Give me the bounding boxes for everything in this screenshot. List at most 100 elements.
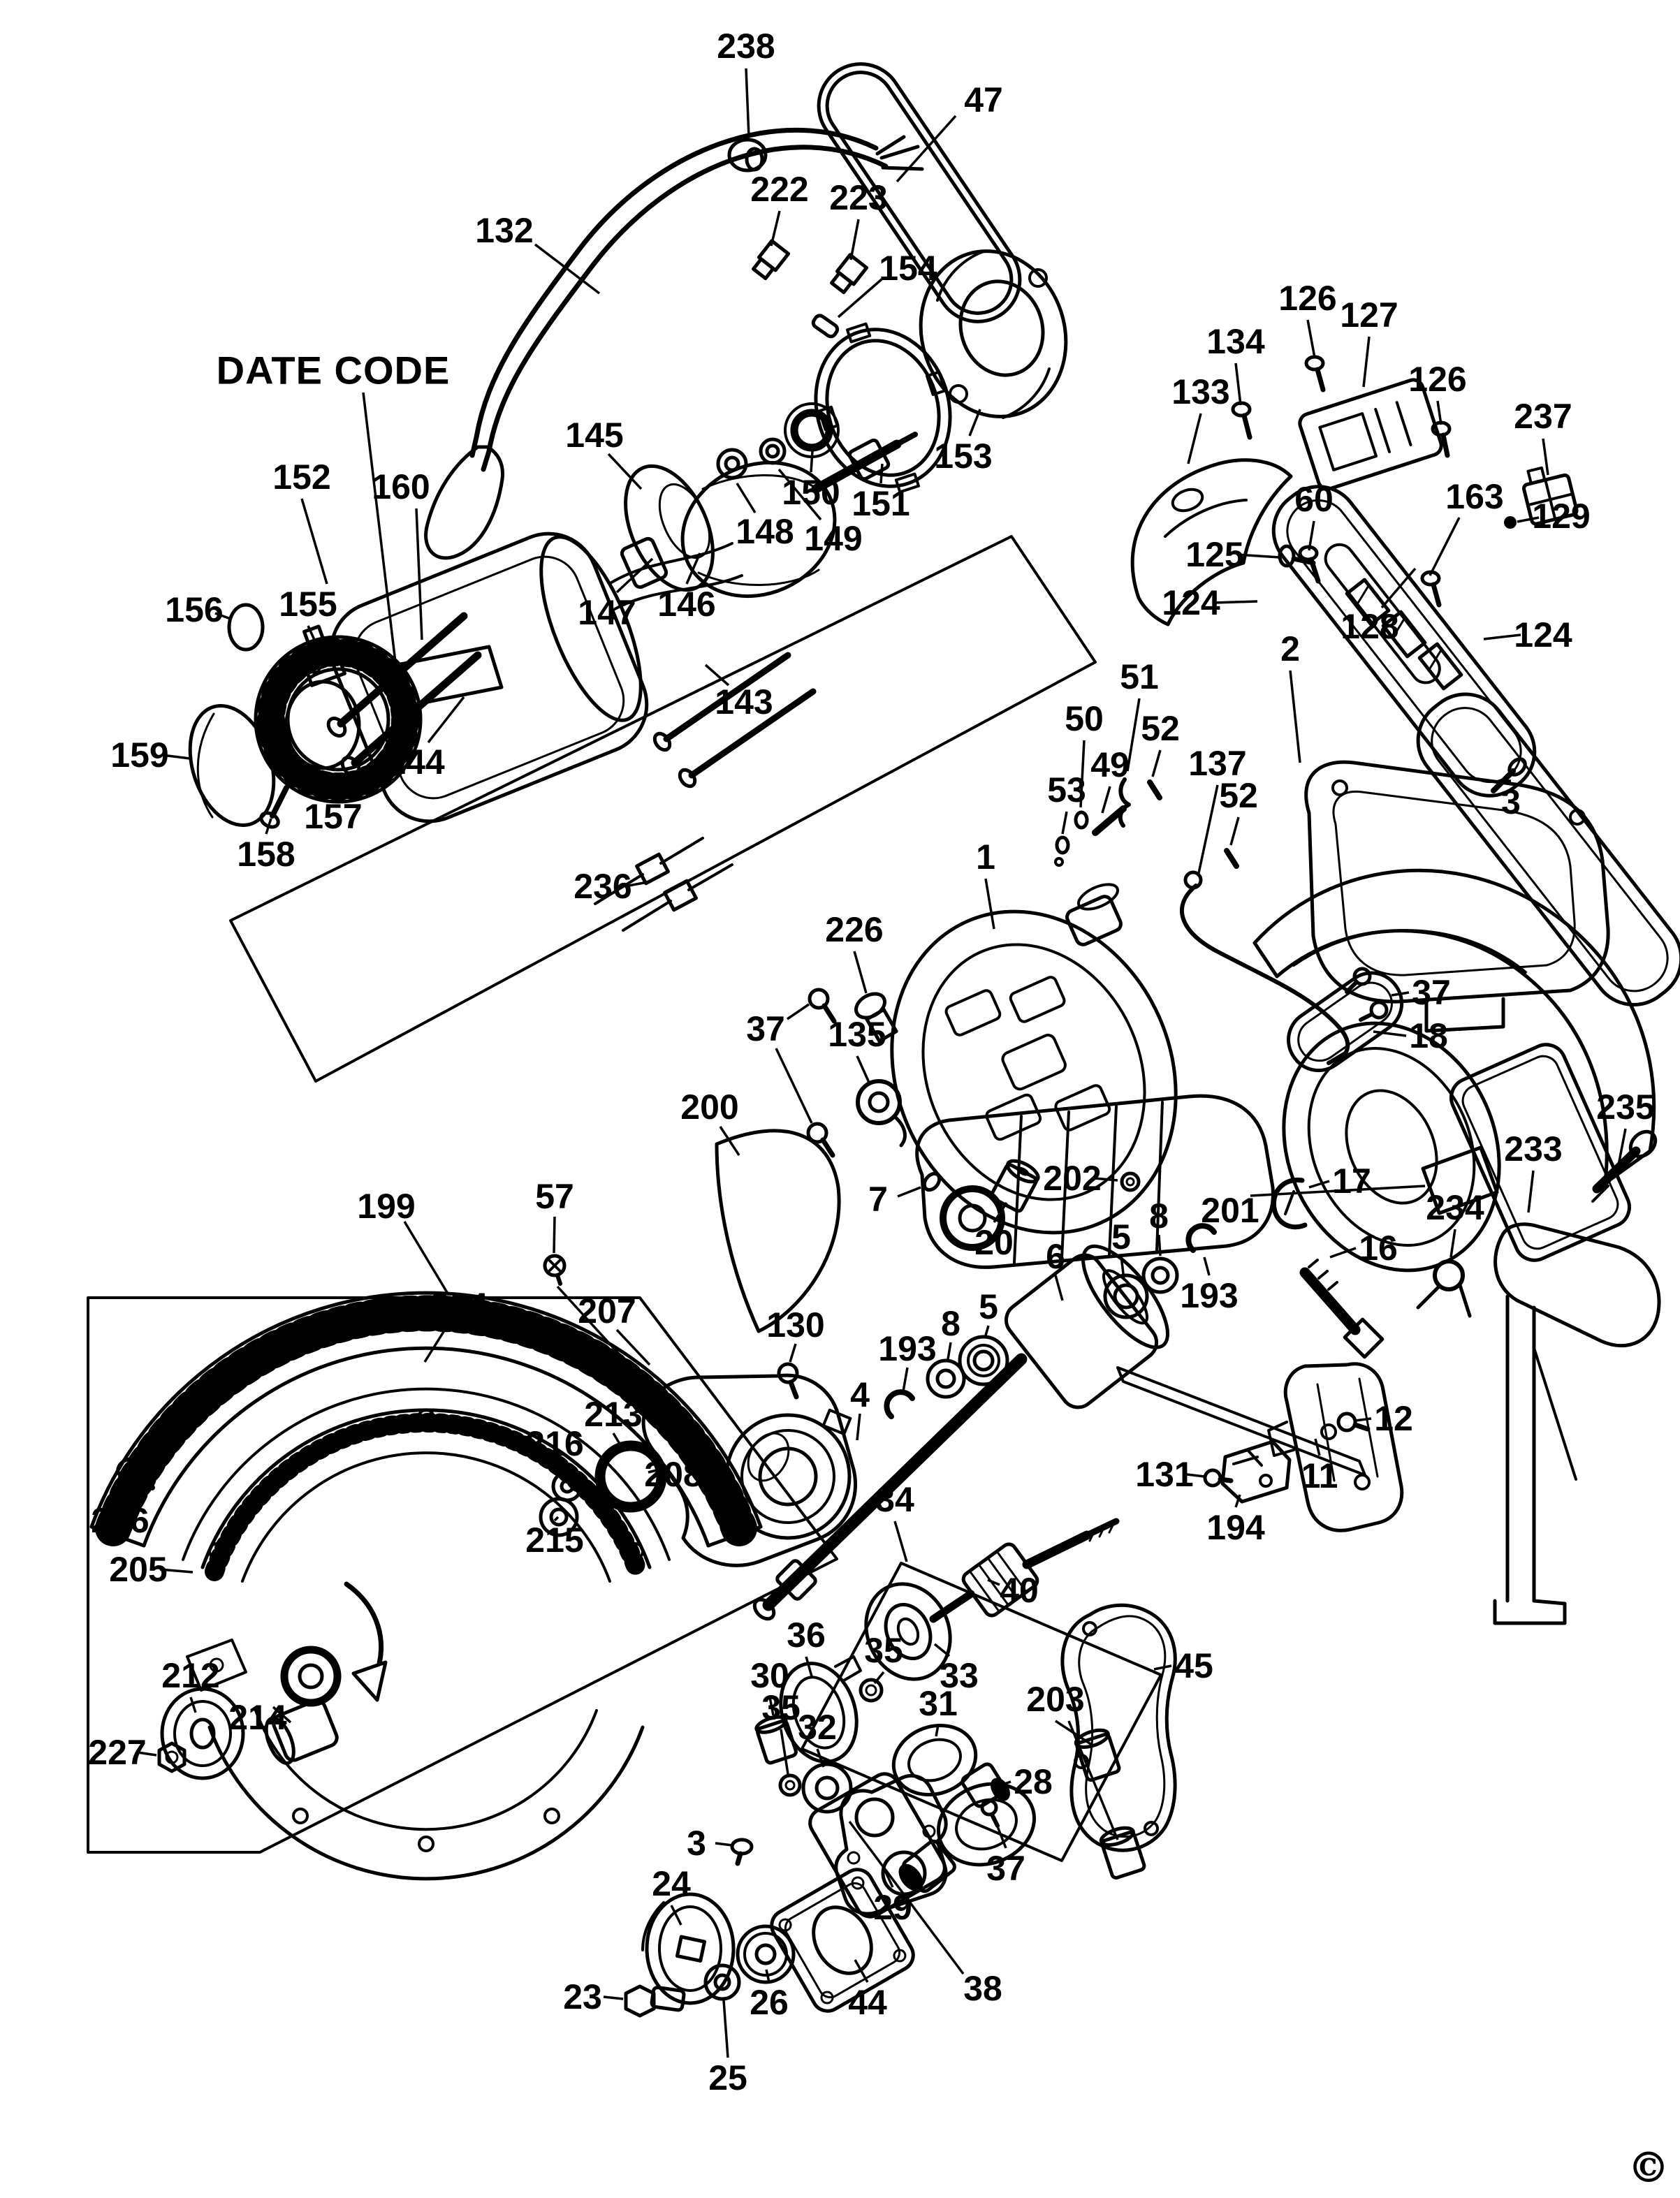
retaining-ring-156-drawing [227, 603, 265, 652]
end-cap-153-drawing [919, 249, 1068, 419]
leader-line-32-97-0 [816, 1748, 825, 1768]
leader-line-147-25-0 [615, 557, 654, 594]
leader-line-214-82-0 [272, 1706, 292, 1724]
leader-line-238-0-0 [745, 68, 750, 138]
part-label-233-64: 233 [1504, 1129, 1562, 1168]
part-label-134-8: 134 [1206, 322, 1265, 361]
leader-line-128-29-0 [1380, 567, 1417, 609]
washer-35-lower-drawing [778, 1773, 802, 1797]
plate-29-drawing [834, 1774, 948, 1916]
leader-line-37-48-1 [775, 1048, 813, 1124]
leader-line-222-3-0 [770, 210, 781, 247]
washer-148-drawing [716, 448, 748, 480]
part-label-28-99: 28 [1014, 1762, 1053, 1801]
lock-wire-137-drawing [1179, 870, 1350, 1065]
part-label-30-91: 30 [750, 1656, 789, 1695]
part-label-214-82: 214 [228, 1698, 287, 1737]
leader-line-47-1-0 [896, 115, 957, 183]
screw-202-drawing [1120, 1171, 1141, 1192]
part-label-194-87: 194 [1206, 1508, 1265, 1547]
oring-213-drawing [594, 1440, 667, 1513]
leader-line-53-37-0 [1061, 811, 1068, 835]
brush-set-236-drawing [594, 837, 733, 932]
part-label-216-76: 216 [525, 1424, 583, 1463]
part-label-36-90: 36 [787, 1615, 826, 1655]
part-label-24-105: 24 [652, 1864, 691, 1903]
leader-line-24-105-0 [670, 1905, 682, 1926]
leader-line-125-23-0 [1236, 553, 1280, 559]
screw-206-drawing [116, 1457, 155, 1490]
part-label-49-35: 49 [1090, 745, 1130, 784]
part-label-135-49: 135 [828, 1015, 886, 1054]
part-label-147-25: 147 [578, 593, 636, 632]
part-label-33-92: 33 [940, 1656, 979, 1695]
leader-line-134-8-0 [1234, 362, 1242, 406]
part-label-38-103: 38 [963, 1969, 1002, 2008]
part-label-193-73: 193 [878, 1329, 936, 1368]
leader-line-36-90-0 [805, 1656, 813, 1677]
screw-12-drawing [1336, 1412, 1371, 1433]
screw-37-left-upper-drawing [808, 988, 837, 1024]
leader-line-37-48-0 [787, 1003, 810, 1020]
kerf-plate-200-drawing [715, 1129, 841, 1333]
part-label-35-93: 35 [864, 1631, 903, 1670]
leader-line-30-91-0 [768, 1697, 775, 1716]
part-label-130-70: 130 [766, 1305, 824, 1345]
leader-line-135-49-0 [856, 1055, 871, 1085]
bolt-23-drawing [624, 1984, 686, 2018]
washer-149-drawing [759, 437, 787, 465]
bolt-235-drawing [1591, 1129, 1658, 1203]
lower-guard-205-drawing [186, 1639, 645, 1881]
leader-line-23-106-0 [603, 1995, 624, 2000]
leader-line-date-code-109-0 [362, 392, 397, 663]
part-label-52-38: 52 [1219, 776, 1258, 815]
leader-line-44-102-0 [854, 1959, 869, 1983]
part-label-126-10: 126 [1408, 360, 1466, 399]
part-label-226-47: 226 [825, 910, 883, 949]
washer-8-lower-drawing [926, 1358, 966, 1399]
leader-line-158-44-0 [265, 818, 272, 835]
gasket-44-drawing [770, 1868, 915, 2013]
cap-18-drawing [1286, 971, 1404, 1073]
leader-line-194-87-0 [1234, 1494, 1241, 1508]
leader-line-227-83-0 [137, 1751, 157, 1757]
leader-line-137-36-0 [1197, 784, 1219, 874]
part-label-208-77: 208 [644, 1455, 702, 1494]
screw-37-right-upper-drawing [1345, 967, 1372, 994]
part-label-11-85: 11 [1301, 1456, 1338, 1495]
part-label-129-22: 129 [1532, 497, 1590, 536]
part-label-3-104: 3 [687, 1824, 706, 1863]
part-label-29-100: 29 [873, 1888, 912, 1927]
part-label-47-1: 47 [964, 80, 1003, 119]
leader-line-226-47-0 [853, 951, 868, 994]
ring-32-drawing [801, 1762, 853, 1814]
washer-35-upper-drawing [859, 1678, 884, 1703]
gear-group-frame [801, 1562, 1162, 1862]
leader-line-153-17-0 [968, 409, 981, 437]
part-label-160-13: 160 [372, 467, 430, 506]
part-label-153-17: 153 [934, 437, 992, 476]
leader-line-131-86-0 [1186, 1473, 1205, 1478]
leader-line-204-68-0 [423, 1322, 451, 1363]
part-label-25-108: 25 [708, 2058, 747, 2097]
washer-25-drawing [703, 1963, 741, 2001]
leader-line-233-64-0 [1527, 1170, 1535, 1213]
part-label-238-0: 238 [717, 27, 775, 66]
ring-151-drawing [814, 322, 952, 494]
part-label-127-7: 127 [1340, 295, 1398, 335]
leader-line-6-59-0 [1054, 1275, 1064, 1301]
leader-line-8-57-0 [1157, 1234, 1162, 1256]
leader-line-236-45-0 [624, 880, 652, 888]
part-label-151-16: 151 [852, 484, 910, 523]
part-label-201-56: 201 [1201, 1191, 1259, 1230]
part-label-150-15: 150 [782, 473, 840, 512]
part-label-16-62: 16 [1359, 1229, 1398, 1268]
part-label-53-37: 53 [1047, 770, 1086, 809]
leader-line-163-21-0 [1429, 517, 1461, 576]
part-label-149-19: 149 [804, 519, 862, 558]
part-label-132-2: 132 [475, 211, 533, 250]
leader-line-148-18-0 [736, 483, 757, 513]
leader-line-5-58-0 [1120, 1255, 1125, 1280]
part-label-60-20: 60 [1294, 480, 1334, 519]
leader-line-3-104-0 [715, 1842, 733, 1847]
